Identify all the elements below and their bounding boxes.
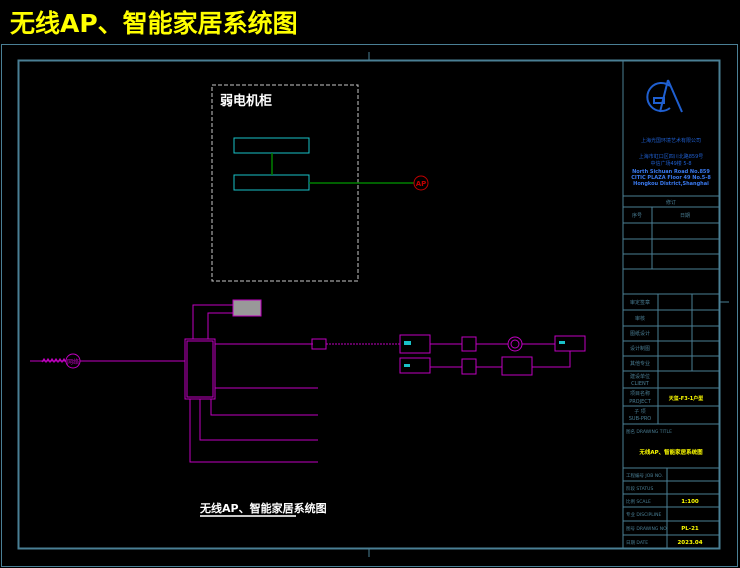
device-a3-sensor-icon[interactable]	[507, 336, 523, 352]
revision-date-header: 日期	[680, 213, 690, 219]
project-value: 天玺-F3-1户型	[669, 395, 704, 402]
project-label-cn: 项目名称	[630, 390, 650, 397]
tb-row-label: 日期 DATE	[626, 540, 648, 546]
device-a1-display	[404, 341, 411, 345]
address-cn-2: 中信广场49楼 5-8	[650, 160, 691, 167]
tb-row-label: 比例 SCALE	[626, 498, 651, 505]
tb-row-label: 阶段 STATUS	[626, 485, 653, 492]
feed-line-1	[192, 304, 233, 339]
router-box[interactable]	[232, 299, 262, 317]
drawing-caption: 无线AP、智能家居系统图	[199, 501, 327, 515]
inner-frame	[17, 59, 721, 550]
tb-row-label: 工程编号 JOB NO.	[626, 472, 663, 479]
approval-5: 其他专业	[630, 360, 650, 367]
company-logo-icon	[646, 79, 683, 113]
approval-3: 图纸设计	[630, 330, 650, 337]
terminal-icon[interactable]	[311, 338, 327, 350]
project-label-en: PROJECT	[629, 399, 652, 405]
branch-line-5	[189, 399, 318, 463]
wireless-ap-icon[interactable]	[413, 175, 429, 191]
revision-header: 修订	[666, 199, 676, 206]
address-cn-1: 上海市虹口区四川北路859号	[639, 153, 704, 160]
distribution-box-outer[interactable]	[184, 338, 216, 400]
address-en-2: CITIC PLAZA Floor 49 No.5-8	[631, 175, 711, 181]
drawing-title-label: 图名 DRAWING TITLE	[626, 428, 672, 435]
network-switch-bottom[interactable]	[233, 174, 310, 191]
approval-1: 审定签章	[630, 299, 650, 306]
branch-line-3	[210, 399, 318, 416]
cabinet-label: 弱电机柜	[220, 93, 272, 109]
ap-label: AP	[416, 180, 427, 188]
device-b2[interactable]	[461, 358, 477, 375]
company-name: 上海光国环境艺术有限公司	[641, 137, 701, 144]
address-en-3: Hongkou District,Shanghai	[633, 181, 709, 187]
network-switch-top[interactable]	[233, 137, 310, 154]
device-b3[interactable]	[501, 356, 533, 376]
tb-row-label: 专业 DISCIPLINE	[626, 511, 661, 518]
client-label-cn: 建设单位	[630, 373, 650, 380]
client-label-en: CLIENT	[631, 381, 650, 387]
tb-row-value: 2023.04	[677, 540, 702, 546]
revision-no-header: 序号	[632, 212, 642, 219]
device-b1-display	[404, 364, 410, 367]
page-title: 无线AP、智能家居系统图	[10, 9, 298, 38]
outer-frame	[1, 44, 738, 567]
feed-line-2	[207, 312, 233, 339]
address-en-1: North Sichuan Road No.859	[632, 169, 710, 175]
device-a4-display	[559, 341, 565, 344]
inlet-label: 网络	[67, 358, 79, 366]
tb-row-value: PL-21	[681, 526, 699, 532]
inlet-coil-icon	[41, 357, 67, 364]
tb-row-label: 图号 DRAWING NO.	[626, 526, 668, 532]
branch-line-4	[199, 399, 318, 441]
device-a2[interactable]	[461, 336, 477, 352]
device-b1[interactable]	[399, 357, 431, 374]
drawing-title-value: 无线AP、智能家居系统图	[638, 448, 703, 456]
approval-2: 审核	[635, 315, 645, 322]
subpro-label-cn: 子 项	[634, 408, 646, 415]
inlet-meter-icon	[65, 353, 81, 369]
tb-row-value: 1:100	[681, 499, 699, 505]
distribution-box-inner	[186, 340, 214, 398]
link-a4-b3	[532, 351, 571, 368]
device-a3-inner	[510, 339, 520, 349]
approval-4: 设计制图	[630, 345, 650, 352]
subpro-label-en: SUB-PRO	[629, 416, 652, 422]
